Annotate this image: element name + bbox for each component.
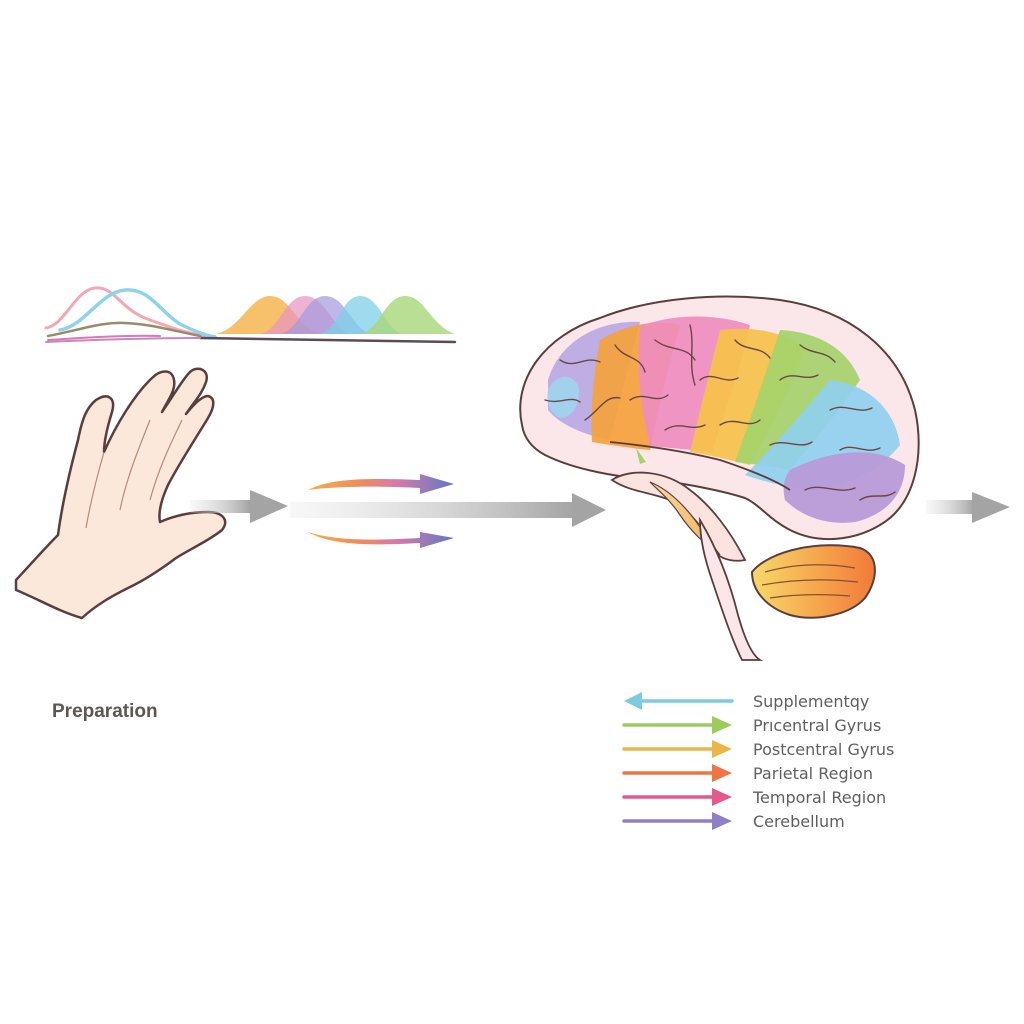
region-purple [783,452,905,523]
legend-item: Postcentral Gyrus [622,740,894,759]
hand-icon [14,367,227,620]
wave-blue [58,288,217,339]
wave-baseline [198,336,457,344]
signal-arrow-upper [308,474,454,494]
flow-arrow-hand [190,490,288,523]
flow-arrow-output [926,492,1010,523]
signal-arrow-lower [308,532,454,548]
legend-label: Cerebellum [753,812,845,831]
accent-mark [636,448,646,464]
legend-arrowhead-icon [624,692,642,710]
legend-label: Temporal Region [752,788,886,807]
legend-item: Prıcentral Gyrus [622,716,881,735]
legend-arrowhead-icon [712,764,732,782]
legend-item: Cerebellum [622,812,845,831]
legend-arrowhead-icon [712,740,732,758]
legend-item: Parietal Region [622,764,873,783]
hump-green [360,296,455,334]
hand-crease-3 [149,419,183,501]
wave-magenta [47,334,161,341]
legend-label: Postcentral Gyrus [753,740,894,759]
hand-crease-1 [85,451,105,529]
legend-label: Supplementqy [753,692,869,711]
signal-waves-icon [44,286,457,344]
wave-pink [44,286,207,338]
legend-item: Supplementqy [624,692,869,711]
legend-item: Temporal Region [622,788,886,807]
brainstem [699,516,764,661]
lateral-sulcus [609,441,791,491]
gyri-lines [544,324,896,501]
legend-arrowhead-icon [712,716,732,734]
region-blue-front [547,376,580,418]
flow-arrow-main [290,493,606,527]
legend-arrowhead-icon [712,788,732,806]
wave-olive [46,321,202,338]
region-green [735,330,860,470]
brain-icon [519,295,920,661]
hand-crease-2 [119,419,151,511]
cerebellum-folia [761,564,859,599]
legend-label: Prıcentral Gyrus [753,716,881,735]
wave-baseline-left [45,337,201,343]
legend-label: Parietal Region [753,764,873,783]
legend-arrowhead-icon [712,812,732,830]
cerebellum-region [750,544,876,619]
hand-outline [14,367,227,620]
caption-preparation: Preparation [52,701,158,722]
